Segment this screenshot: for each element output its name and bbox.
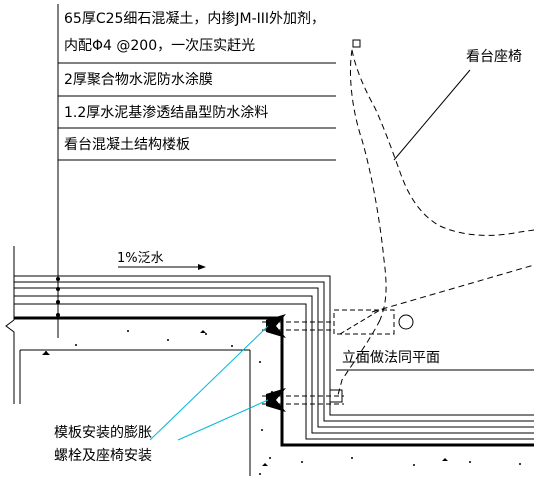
bolt-label-line1: 模板安装的膨胀 [54,424,152,441]
seat-outline [351,49,535,236]
slope-arrowhead [198,264,206,270]
seat-outline-inner [350,49,387,321]
bolt-leader-lines [149,325,269,441]
seat-anchor-foot [329,389,343,403]
seat-leader-line [393,69,471,161]
vertical-note-label: 立面做法同平面 [342,350,440,366]
expansion-bolt-lower [262,388,344,412]
seat-anchor-bolt-icon [398,314,414,330]
structural-slab-line [14,316,534,447]
layer-text-5: 看台混凝土结构楼板 [64,137,190,153]
slope-label: 1%泛水 [117,251,164,266]
layer-text-2: 内配Φ4 @200，一次压实赶光 [64,38,255,54]
expansion-bolt-upper [262,314,334,338]
seat-label: 看台座椅 [466,49,522,65]
seat-anchor-box [333,309,395,335]
layer-text-4: 1.2厚水泥基渗透结晶型防水涂料 [64,104,268,121]
layer-text-1: 65厚C25细石混凝土，内掺JM-III外加剂， [64,10,325,27]
seat-base-dashed [371,264,535,313]
layer-text-3: 2厚聚合物水泥防水涂膜 [64,72,213,88]
seat-leg-dashed [337,319,381,396]
small-marker [352,39,361,48]
slab-left-edge [5,246,251,476]
bolt-label-line2: 螺栓及座椅安装 [54,448,152,464]
concrete-hatch [42,330,521,475]
floor-layer-lines [14,275,534,440]
callout-row-lines [58,62,336,161]
